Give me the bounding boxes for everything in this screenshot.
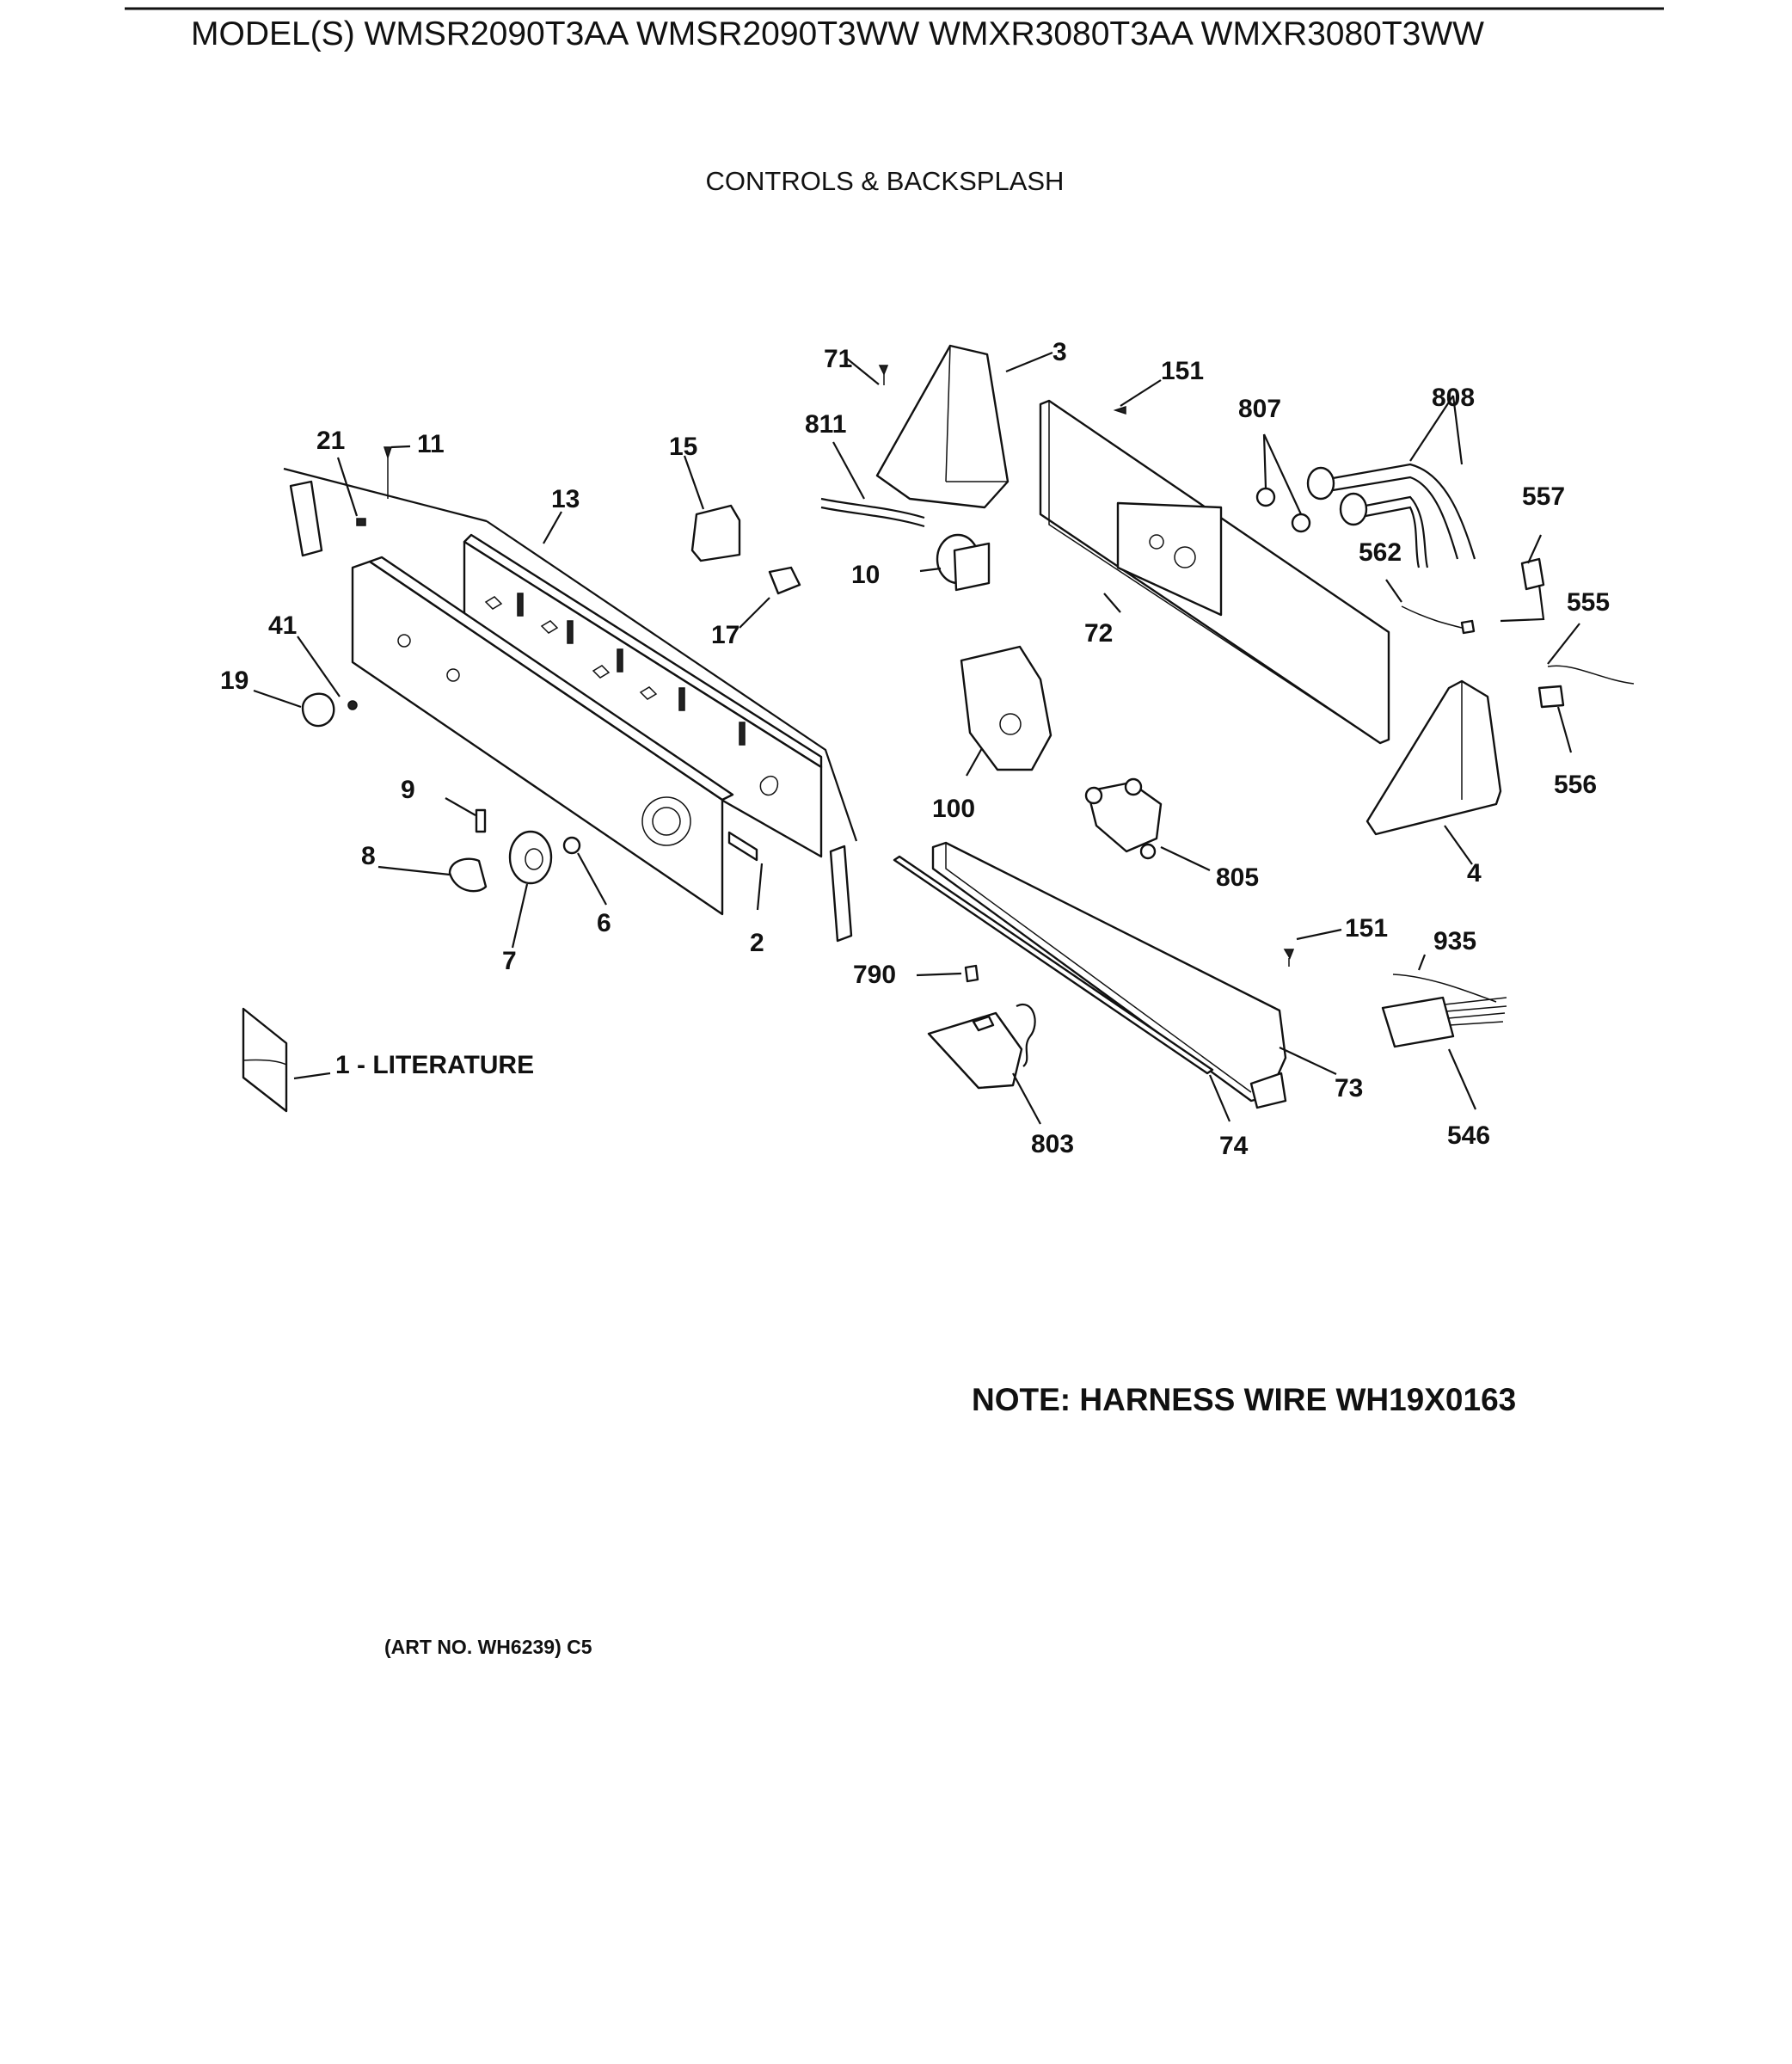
label-100: 100 xyxy=(932,795,975,823)
label-935: 935 xyxy=(1433,927,1476,955)
spring-41 xyxy=(347,700,358,710)
hose-811 xyxy=(820,497,925,519)
label-6: 6 xyxy=(597,909,611,937)
model-list: MODEL(S) WMSR2090T3AA WMSR2090T3WW WMXR3… xyxy=(191,15,1484,52)
label-555: 555 xyxy=(1567,588,1610,617)
wire-935 xyxy=(1392,974,1497,1003)
section-title: CONTROLS & BACKSPLASH xyxy=(706,166,1065,196)
label-73: 73 xyxy=(1335,1074,1363,1103)
leader-lines xyxy=(253,351,1580,1125)
cord-557 xyxy=(1520,557,1545,591)
pressure-switch-10 xyxy=(936,533,991,592)
washer-807-b xyxy=(1291,513,1311,533)
water-valve-805 xyxy=(1084,777,1163,860)
label-9: 9 xyxy=(401,776,415,804)
console-base-73 xyxy=(931,841,1287,1109)
nut-6 xyxy=(562,836,581,855)
wire-562 xyxy=(1401,605,1463,629)
label-17: 17 xyxy=(711,621,740,649)
label-3: 3 xyxy=(1052,338,1067,366)
label-72: 72 xyxy=(1084,619,1113,648)
harness-546 xyxy=(1381,996,1507,1048)
label-8: 8 xyxy=(361,842,376,870)
end-cap-right xyxy=(829,845,853,943)
label-13: 13 xyxy=(551,485,580,513)
wire-555 xyxy=(1547,665,1635,685)
end-rail-74 xyxy=(893,855,1214,1075)
console-front-2 xyxy=(351,556,758,916)
label-151-top: 151 xyxy=(1161,357,1204,385)
label-4: 4 xyxy=(1467,859,1482,888)
label-19: 19 xyxy=(220,666,249,695)
harness-note: NOTE: HARNESS WIRE WH19X0163 xyxy=(972,1382,1516,1417)
label-15: 15 xyxy=(669,433,697,461)
screw-11 xyxy=(383,446,393,460)
label-10: 10 xyxy=(851,561,880,589)
control-panel-13 xyxy=(283,467,858,858)
switch-17 xyxy=(768,566,801,595)
label-562: 562 xyxy=(1359,538,1402,567)
bracket-4 xyxy=(1365,679,1502,836)
timer-100 xyxy=(960,645,1052,771)
knob-19 xyxy=(301,692,335,728)
label-803: 803 xyxy=(1031,1130,1074,1158)
label-807: 807 xyxy=(1238,395,1281,423)
label-811: 811 xyxy=(805,410,846,439)
label-41: 41 xyxy=(268,611,297,640)
label-74: 74 xyxy=(1219,1132,1249,1160)
label-2: 2 xyxy=(750,929,764,957)
screw-151-bottom xyxy=(1283,949,1295,960)
knob-8 xyxy=(448,857,488,893)
dial-7 xyxy=(508,830,553,885)
label-805: 805 xyxy=(1216,863,1259,892)
literature-1 xyxy=(242,1007,288,1113)
fill-hoses-808 xyxy=(1306,463,1476,568)
label-556: 556 xyxy=(1554,771,1597,799)
label-71: 71 xyxy=(824,345,852,373)
label-151-bottom: 151 xyxy=(1345,914,1388,943)
screw-71 xyxy=(878,365,889,376)
label-790: 790 xyxy=(853,961,896,989)
cover-803 xyxy=(927,1003,1036,1090)
clip-9 xyxy=(475,808,487,833)
callout-labels: 71 3 151 807 808 811 21 11 15 13 557 562… xyxy=(220,338,1610,1160)
art-number: (ART NO. WH6239) C5 xyxy=(384,1636,592,1658)
label-21: 21 xyxy=(316,427,345,455)
label-808: 808 xyxy=(1432,384,1475,412)
label-7: 7 xyxy=(502,947,517,975)
bracket-3 xyxy=(875,344,1010,509)
backsplash-72 xyxy=(1039,399,1390,745)
connector-556 xyxy=(1537,685,1565,709)
screw-151-top xyxy=(1113,405,1126,415)
switch-15 xyxy=(690,504,741,562)
screw-21 xyxy=(356,518,366,526)
washer-807-a xyxy=(1255,487,1276,507)
label-546: 546 xyxy=(1447,1121,1490,1150)
end-cap-left xyxy=(289,480,323,557)
label-557: 557 xyxy=(1522,482,1565,511)
clip-790 xyxy=(964,964,979,983)
label-11: 11 xyxy=(417,430,445,458)
label-literature: 1 - LITERATURE xyxy=(335,1051,534,1079)
